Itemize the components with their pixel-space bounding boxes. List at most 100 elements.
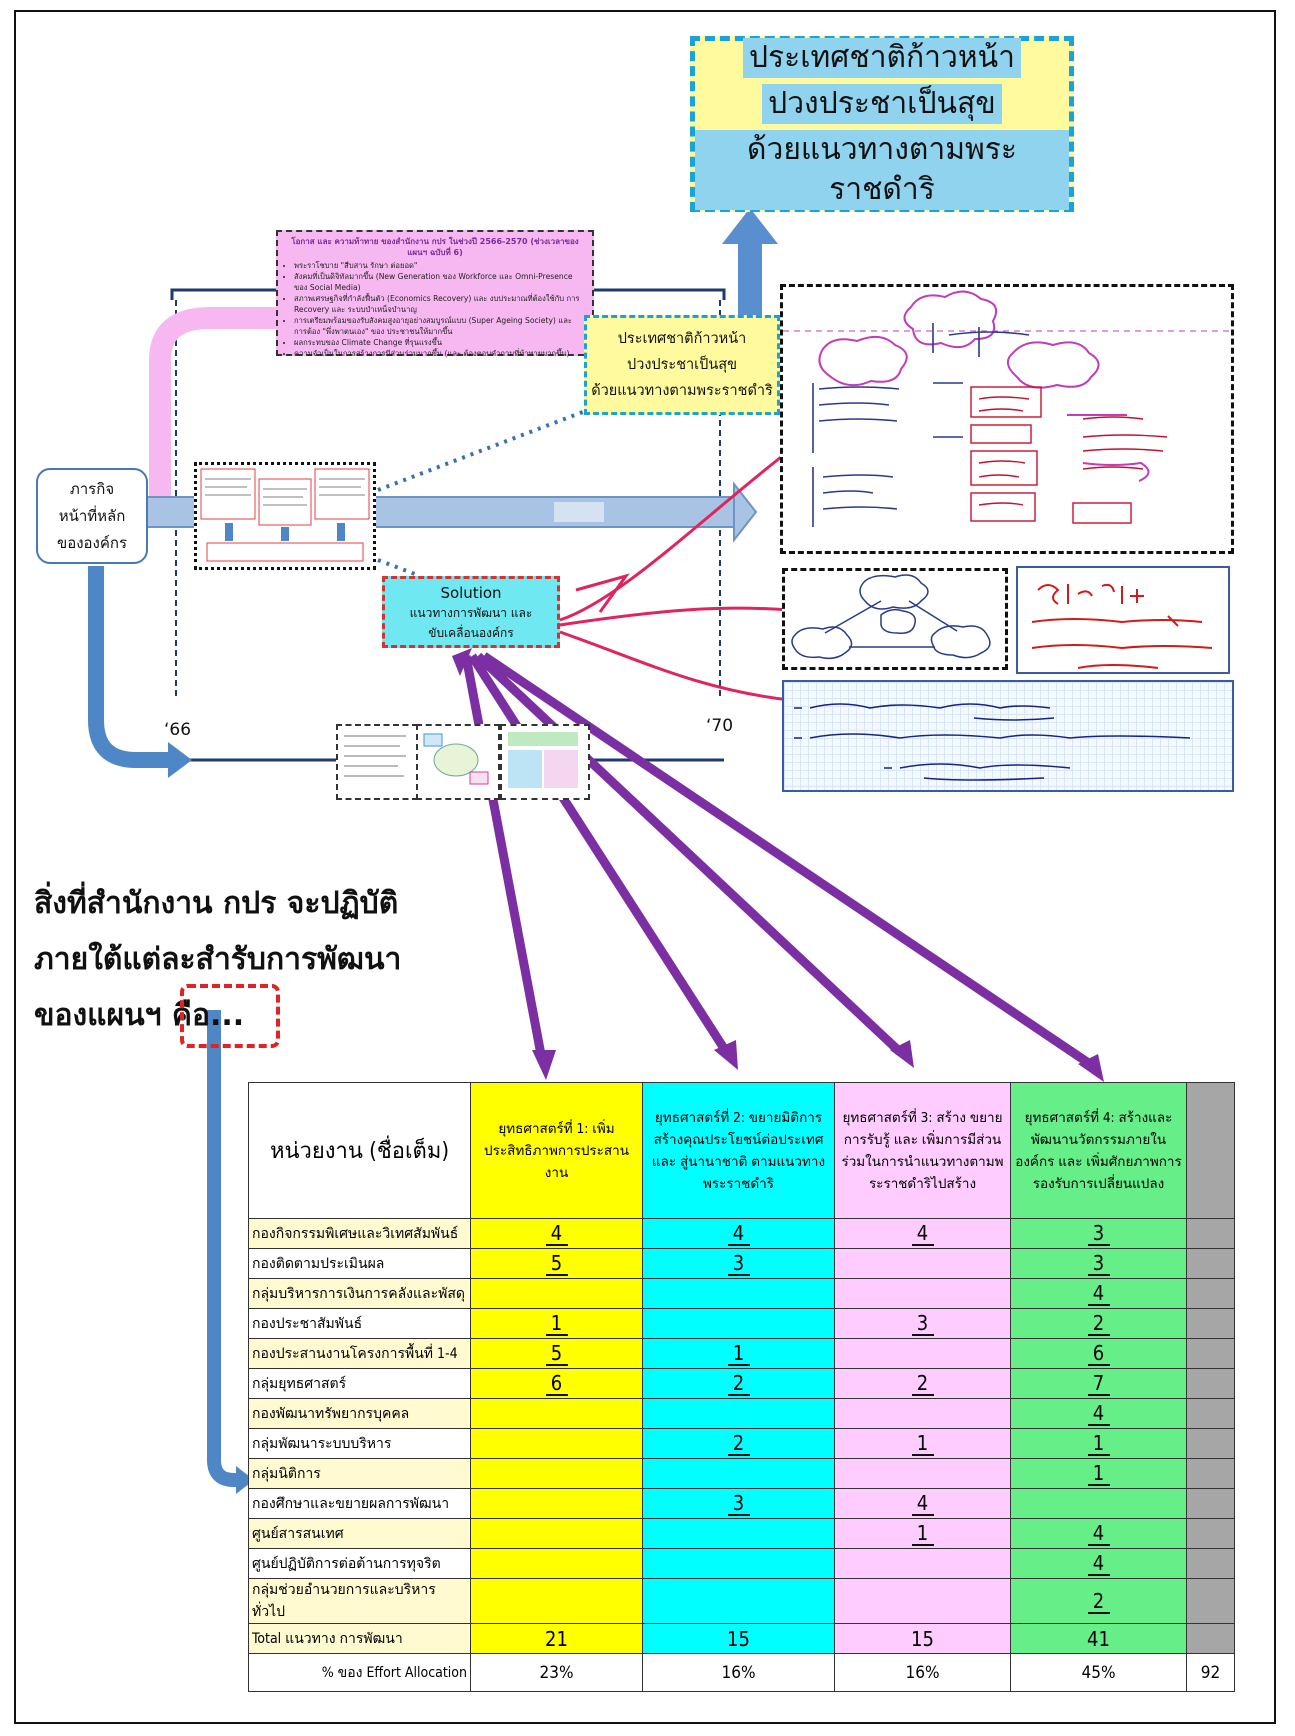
header-unit: หน่วยงาน (ชื่อเต็ม)	[248, 1082, 471, 1219]
question-heading: สิ่งที่สำนักงาน กปร จะปฏิบัติ ภายใต้แต่ล…	[34, 876, 474, 1044]
cell-value: 7	[1087, 1372, 1110, 1396]
cell-value: 3	[1087, 1252, 1110, 1276]
total-value: 15	[642, 1623, 835, 1654]
opportunity-item: การเตรียมพร้อมของรับสังคมสูงอายุอย่างสมบ…	[294, 315, 586, 337]
header-gray-cell	[1186, 1082, 1235, 1219]
row-name: ศูนย์สารสนเทศ	[248, 1518, 471, 1549]
opportunity-item: พระราโชบาย "สืบสาน รักษา ต่อยอด"	[294, 260, 586, 271]
opportunity-item: ความจำเป็นในการสร้างการมีส่วนร่วมมากขึ้น…	[294, 348, 586, 359]
cell-value: 4	[1087, 1402, 1110, 1426]
cell-value: 5	[545, 1342, 568, 1366]
cell-value: 4	[727, 1222, 750, 1246]
cell-value: 6	[1087, 1342, 1110, 1366]
allocation-table: หน่วยงาน (ชื่อเต็ม) ยุทธศาสตร์ที่ 1: เพิ…	[248, 1082, 1235, 1692]
header-strategy-3: ยุทธศาสตร์ที่ 3: สร้าง ขยายการรับรู้ และ…	[834, 1082, 1011, 1219]
cell-value: 5	[545, 1252, 568, 1276]
table-row: กลุ่มยุทธศาสตร์ 6 2 2 7	[248, 1368, 1235, 1399]
pct-label: % ของ Effort Allocation	[248, 1653, 471, 1692]
pct-value: 16%	[642, 1653, 835, 1692]
row-name: กองกิจกรรมพิเศษและวิเทศสัมพันธ์	[248, 1218, 471, 1249]
cell-value: 1	[911, 1522, 934, 1546]
cell-value: 1	[545, 1312, 568, 1336]
red-connector-1	[559, 448, 791, 622]
cell-value: 3	[727, 1492, 750, 1516]
question-to-table-arrow	[207, 1010, 240, 1487]
row-name: กองศึกษาและขยายผลการพัฒนา	[248, 1488, 471, 1519]
vision-line-2: ปวงประชาเป็นสุข	[762, 84, 1002, 124]
question-line-2: ภายใต้แต่ละสำรับการพัฒนา	[34, 942, 402, 977]
timeline-thumbnail-2	[416, 724, 500, 800]
table-row: กลุ่มบริหารการเงินการคลังและพัสดุ4	[248, 1278, 1235, 1309]
cell-value: 2	[911, 1372, 934, 1396]
strategy-allocation-table: หน่วยงาน (ชื่อเต็ม) ยุทธศาสตร์ที่ 1: เพิ…	[248, 1082, 1235, 1692]
handwritten-scribble-main	[783, 290, 1231, 527]
row-name: กองประสานงานโครงการพื้นที่ 1-4	[248, 1338, 471, 1369]
timeline-thumbnail-3	[500, 724, 590, 800]
cloud-diagram-scribble	[791, 574, 991, 660]
cell-value: 3	[1087, 1222, 1110, 1246]
opportunity-item: ผลกระทบของ Climate Change ที่รุนแรงขึ้น	[294, 337, 586, 348]
table-row: กองกิจกรรมพิเศษและวิเทศสัมพันธ์ 4 4 4 3	[248, 1218, 1235, 1249]
header-strategy-4: ยุทธศาสตร์ที่ 4: สร้างและพัฒนานวัตกรรมภา…	[1010, 1082, 1187, 1219]
total-label: Total แนวทาง การพัฒนา	[248, 1623, 471, 1654]
solution-box: Solution แนวทางการพัฒนา และ ขับเคลื่อนอง…	[382, 576, 560, 648]
pct-value: 16%	[834, 1653, 1011, 1692]
table-row: กองพัฒนาทรัพยากรบุคคล 4	[248, 1398, 1235, 1429]
cell-value: 2	[1087, 1312, 1110, 1336]
total-value: 15	[834, 1623, 1011, 1654]
year-start-label: ‘66	[164, 720, 192, 740]
mission-line-2: หน้าที่หลัก	[58, 506, 126, 525]
vision-line-1: ประเทศชาติก้าวหน้า	[742, 38, 1021, 78]
opportunity-item: สภาพเศรษฐกิจที่กำลังฟื้นตัว (Economics R…	[294, 293, 586, 315]
row-name: ศูนย์ปฏิบัติการต่อต้านการทุจริต	[248, 1548, 471, 1579]
grand-total: 92	[1186, 1653, 1235, 1692]
row-name: กลุ่มช่วยอำนวยการและบริหารทั่วไป	[248, 1578, 471, 1624]
question-line-3: ของแผนฯ คือ...	[34, 998, 245, 1033]
pct-value: 23%	[470, 1653, 643, 1692]
handwritten-cloud-diagram	[782, 568, 1008, 670]
cell-value: 4	[545, 1222, 568, 1246]
cell-value: 4	[1087, 1552, 1110, 1576]
total-value: 41	[1010, 1623, 1187, 1654]
cell-value: 6	[545, 1372, 568, 1396]
pink-flow-arrow	[149, 307, 580, 505]
table-row: กลุ่มช่วยอำนวยการและบริหารทั่วไป 2	[248, 1578, 1235, 1624]
table-row: กลุ่มนิติการ 1	[248, 1458, 1235, 1489]
cell-value: 2	[1087, 1590, 1110, 1614]
vision-small-line-2: ปวงประชาเป็นสุข	[626, 357, 738, 373]
row-name: กลุ่มพัฒนาระบบบริหาร	[248, 1428, 471, 1459]
table-header-row: หน่วยงาน (ชื่อเต็ม) ยุทธศาสตร์ที่ 1: เพิ…	[248, 1082, 1235, 1219]
vision-line-3: ด้วยแนวทางตามพระราชดำริ	[695, 130, 1069, 210]
row-name: กลุ่มยุทธศาสตร์	[248, 1368, 471, 1399]
cell-value: 2	[727, 1372, 750, 1396]
total-value: 21	[470, 1623, 643, 1654]
row-name: กลุ่มนิติการ	[248, 1458, 471, 1489]
solution-line-1: แนวทางการพัฒนา และ	[409, 606, 533, 620]
speed-note-scribble	[1031, 583, 1213, 669]
strategy-thumbnail	[194, 462, 376, 570]
vision-box-small: ประเทศชาติก้าวหน้า ปวงประชาเป็นสุข ด้วยแ…	[584, 315, 780, 415]
row-name: กองติดตามประเมินผล	[248, 1248, 471, 1279]
vision-small-line-3: ด้วยแนวทางตามพระราชดำริ	[591, 383, 773, 399]
cell-value: 4	[911, 1492, 934, 1516]
handwritten-notes-main	[780, 284, 1234, 554]
handwritten-speed-note	[1016, 566, 1230, 674]
cell-value: 4	[911, 1222, 934, 1246]
table-row: ศูนย์ปฏิบัติการต่อต้านการทุจริต 4	[248, 1548, 1235, 1579]
row-name: กองพัฒนาทรัพยากรบุคคล	[248, 1398, 471, 1429]
handwritten-grid-note	[782, 680, 1234, 792]
solution-line-2: ขับเคลื่อนองค์กร	[428, 626, 514, 640]
page-frame	[14, 10, 1276, 1724]
solution-title: Solution	[440, 584, 502, 602]
opportunity-box: โอกาส และ ความท้าทาย ของสำนักงาน กปร ในช…	[276, 230, 594, 359]
table-row: กองศึกษาและขยายผลการพัฒนา 3 4	[248, 1488, 1235, 1519]
opportunity-title: โอกาส และ ความท้าทาย ของสำนักงาน กปร ในช…	[291, 237, 579, 257]
cell-value: 1	[1087, 1462, 1110, 1486]
mission-down-arrow	[88, 566, 170, 768]
